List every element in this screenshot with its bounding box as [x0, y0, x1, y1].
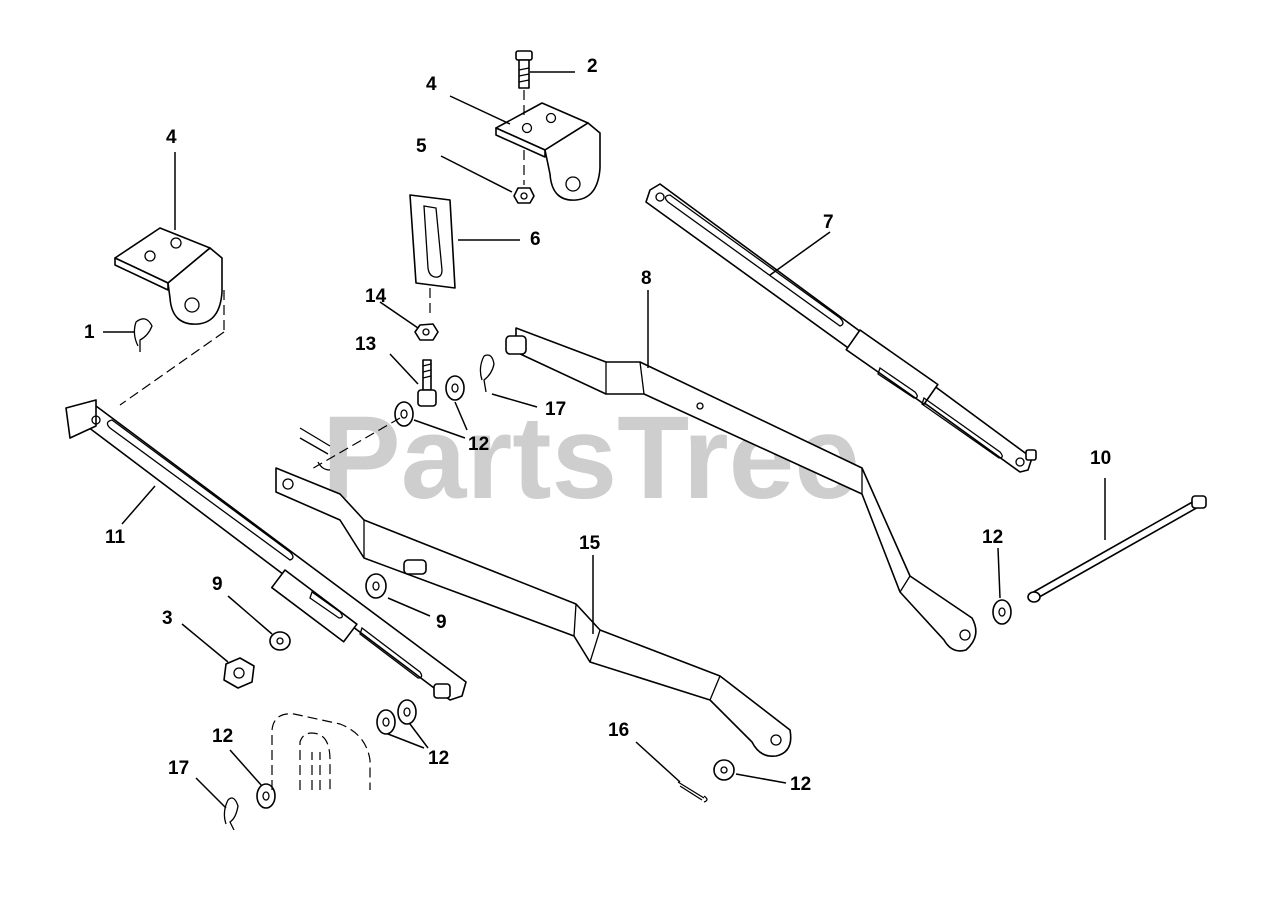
washer-9-middle	[365, 573, 387, 599]
callout-17-lower: 17	[168, 758, 189, 779]
cotter-pin-16	[677, 781, 708, 803]
phantom-deck-outline	[271, 713, 371, 790]
callout-12-bottom: 12	[790, 774, 811, 795]
lift-arm-15	[275, 427, 792, 758]
callout-3: 3	[162, 608, 173, 629]
rod-10	[1027, 495, 1207, 603]
bolt-2	[515, 50, 533, 185]
callout-12-lower-middle: 12	[428, 748, 449, 769]
callout-10: 10	[1090, 448, 1111, 469]
callout-12-upper: 12	[468, 434, 489, 455]
callout-16: 16	[608, 720, 629, 741]
nut-14	[414, 323, 439, 341]
hairpin-1	[133, 318, 153, 352]
arm-7	[645, 183, 1037, 473]
callout-4-top: 4	[426, 74, 437, 95]
callout-12-right: 12	[982, 527, 1003, 548]
washer-group-lower	[376, 699, 417, 735]
washer-12-lower-left	[256, 783, 276, 809]
callout-4-left: 4	[166, 127, 177, 148]
washer-9-left	[269, 631, 291, 651]
bracket-top	[495, 102, 601, 201]
callout-numbers: 2 4 4 5 6 7 8 14 1 13 17 12 10 11 12 15 …	[84, 56, 1111, 795]
nut-3	[223, 657, 255, 689]
callout-11: 11	[105, 527, 126, 548]
callout-13: 13	[355, 334, 376, 355]
washer-12-right	[992, 599, 1012, 625]
callout-9-left: 9	[212, 574, 223, 595]
callout-5: 5	[416, 136, 427, 157]
callout-15: 15	[579, 533, 601, 554]
callout-8: 8	[641, 268, 652, 289]
washer-12-bottom	[713, 759, 735, 781]
lift-arm-8	[505, 327, 977, 652]
callout-6: 6	[530, 229, 541, 250]
slotted-plate-6	[409, 194, 456, 318]
callout-9-middle: 9	[436, 612, 447, 633]
dashed-link-left	[119, 290, 401, 471]
callout-1: 1	[84, 322, 95, 343]
callout-2: 2	[587, 56, 598, 77]
arm-11	[65, 399, 467, 701]
bracket-left	[114, 227, 223, 325]
hairpin-17-upper	[479, 354, 495, 393]
callout-14: 14	[365, 286, 387, 307]
hairpin-17-lower	[223, 797, 239, 831]
bolt-13	[417, 359, 437, 407]
leader-lines	[103, 71, 1106, 809]
nut-5	[513, 187, 535, 204]
callout-7: 7	[823, 212, 834, 233]
callout-12-lower-left: 12	[212, 726, 233, 747]
washer-group-upper	[394, 375, 465, 427]
callout-17-upper: 17	[545, 399, 566, 420]
